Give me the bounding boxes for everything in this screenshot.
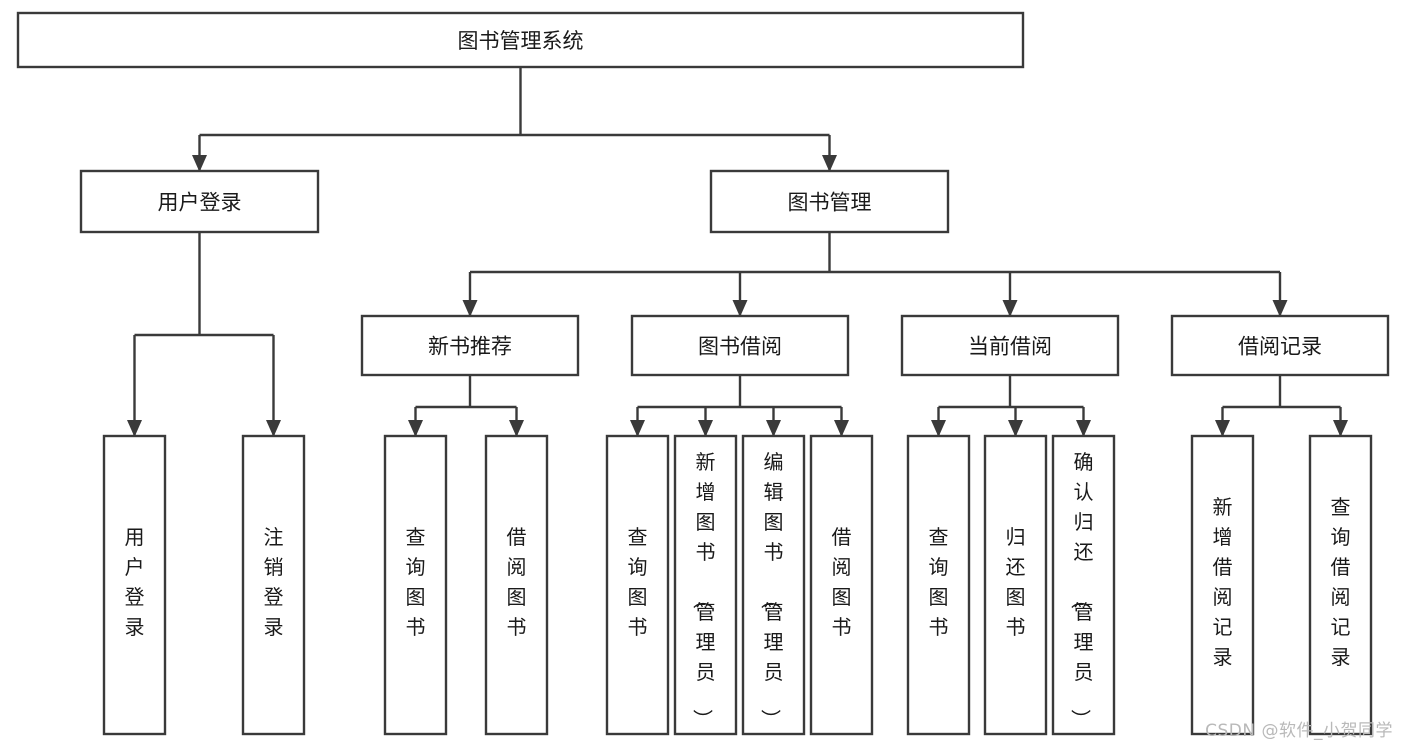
node-leaf-query-book-2[interactable]: 查询图书 [605, 434, 670, 736]
node-leaf-confirm-return[interactable]: 确认归还（管理员） [1051, 434, 1116, 736]
arrow-head-icon [509, 420, 524, 437]
node-box [383, 434, 448, 736]
arrow-head-icon [698, 420, 713, 437]
arrow-head-icon [1215, 420, 1230, 437]
node-label: 新增图书（管理员） [691, 450, 716, 729]
node-leaf-user-logout[interactable]: 注销登录 [241, 434, 306, 736]
node-label: 借阅图书 [832, 525, 852, 639]
node-leaf-return-book[interactable]: 归还图书 [983, 434, 1048, 736]
node-box [741, 434, 806, 736]
arrow-head-icon [732, 300, 748, 317]
node-label: 查询图书 [929, 525, 949, 639]
node-leaf-borrow-book-2[interactable]: 借阅图书 [809, 434, 874, 736]
arrow-head-icon [834, 420, 849, 437]
node-label: 查询图书 [628, 525, 648, 639]
node-user-login[interactable]: 用户登录 [79, 169, 320, 234]
node-leaf-query-book-1[interactable]: 查询图书 [383, 434, 448, 736]
node-label: 归还图书 [1006, 525, 1026, 639]
arrow-head-icon [408, 420, 423, 437]
arrow-head-icon [1333, 420, 1348, 437]
node-box [16, 11, 1025, 69]
node-box [1170, 314, 1390, 377]
node-box [673, 434, 738, 736]
arrow-head-icon [630, 420, 645, 437]
node-box [983, 434, 1048, 736]
node-label: 查询图书 [406, 525, 426, 639]
node-leaf-add-record[interactable]: 新增借阅记录 [1190, 434, 1255, 736]
arrow-head-icon [462, 300, 478, 317]
arrow-head-icon [766, 420, 781, 437]
node-label: 图书借阅 [698, 335, 782, 359]
node-new-book-rec[interactable]: 新书推荐 [360, 314, 580, 377]
node-label: 借阅记录 [1238, 335, 1322, 359]
node-box [809, 434, 874, 736]
node-box [906, 434, 971, 736]
node-label: 用户登录 [125, 525, 145, 639]
node-label: 新增借阅记录 [1213, 495, 1233, 669]
node-leaf-query-book-3[interactable]: 查询图书 [906, 434, 971, 736]
node-box [1308, 434, 1373, 736]
node-box [900, 314, 1120, 377]
node-label: 图书管理系统 [458, 29, 584, 53]
node-leaf-query-record[interactable]: 查询借阅记录 [1308, 434, 1373, 736]
arrow-head-icon [266, 420, 281, 437]
node-leaf-add-book[interactable]: 新增图书（管理员） [673, 434, 738, 736]
node-label: 图书管理 [788, 191, 872, 215]
arrow-head-icon [1002, 300, 1018, 317]
node-borrow-record[interactable]: 借阅记录 [1170, 314, 1390, 377]
connector-layer [127, 67, 1348, 437]
arrow-head-icon [127, 420, 142, 437]
node-label: 编辑图书（管理员） [759, 450, 784, 729]
node-label: 新书推荐 [428, 335, 512, 359]
node-leaf-edit-book[interactable]: 编辑图书（管理员） [741, 434, 806, 736]
node-box [709, 169, 950, 234]
arrow-head-icon [1272, 300, 1288, 317]
node-label: 查询借阅记录 [1331, 495, 1351, 669]
arrow-head-icon [1076, 420, 1091, 437]
node-box [605, 434, 670, 736]
watermark-label: CSDN @软件_小贺同学 [1205, 721, 1393, 741]
node-layer: 图书管理系统用户登录图书管理新书推荐图书借阅当前借阅借阅记录用户登录注销登录查询… [16, 11, 1390, 736]
node-box [630, 314, 850, 377]
node-box [1190, 434, 1255, 736]
arrow-head-icon [192, 155, 207, 172]
node-leaf-user-login[interactable]: 用户登录 [102, 434, 167, 736]
node-root[interactable]: 图书管理系统 [16, 11, 1025, 69]
node-label: 确认归还（管理员） [1069, 450, 1094, 729]
node-box [241, 434, 306, 736]
node-label: 当前借阅 [968, 335, 1052, 359]
node-book-borrow[interactable]: 图书借阅 [630, 314, 850, 377]
node-label: 用户登录 [158, 191, 242, 215]
node-box [102, 434, 167, 736]
node-leaf-borrow-book-1[interactable]: 借阅图书 [484, 434, 549, 736]
arrow-head-icon [931, 420, 946, 437]
node-box [79, 169, 320, 234]
arrow-head-icon [1008, 420, 1023, 437]
node-box [484, 434, 549, 736]
node-label: 借阅图书 [507, 525, 527, 639]
arrow-head-icon [822, 155, 837, 172]
node-box [1051, 434, 1116, 736]
node-box [360, 314, 580, 377]
node-book-manage[interactable]: 图书管理 [709, 169, 950, 234]
node-current-borrow[interactable]: 当前借阅 [900, 314, 1120, 377]
node-label: 注销登录 [264, 525, 284, 639]
